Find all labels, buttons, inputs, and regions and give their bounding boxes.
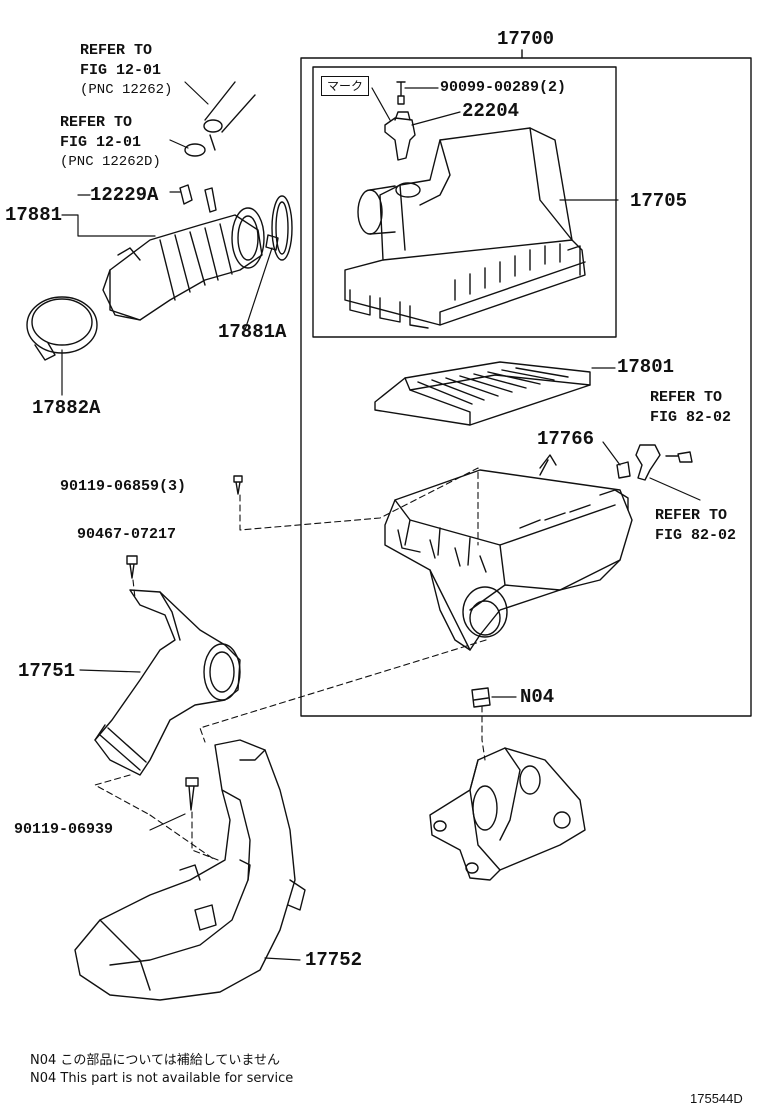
filter-element-drawing [374,361,616,426]
note-en: N04 This part is not available for servi… [30,1071,294,1086]
sensor-drawing [371,81,461,161]
pcv-hose-drawing [169,81,256,157]
resonator-drawing [74,739,306,1001]
label-resonator: 17752 [305,949,363,971]
label-mount: N04 [520,686,555,708]
label-element: 17801 [617,356,675,378]
dashed-guides [94,467,487,861]
bolt-duct-drawing [126,555,138,579]
label-refer-top1-line1: REFER TO [80,42,153,59]
note-jp: N04 この部品については補給していません [30,1053,280,1068]
mark-box: マーク [321,76,370,96]
grommet-drawing [602,441,631,479]
lower-case-drawing [384,454,633,651]
bolt-case-drawing [233,475,243,495]
label-refer-top1-line2: FIG 12-01 [80,62,162,79]
label-refer-top2-line3: (PNC 12262D) [60,154,161,170]
bolt-lower-drawing [149,777,199,831]
large-clamp-drawing [26,296,98,396]
air-cleaner-cap-drawing [344,127,619,329]
label-refer-right1-line2: FIG 82-02 [650,409,732,426]
label-sensor: 22204 [462,100,520,122]
label-hose-group: 17881 [5,204,63,226]
label-bolt-lower: 90119-06939 [14,821,114,838]
label-clamp-small: 12229A [90,184,159,206]
label-bolt-cap: 90099-00289(2) [440,79,567,96]
label-grommet: 17766 [537,428,595,450]
label-bolt-duct: 90467-07217 [77,526,177,543]
assembly-frame [300,57,752,717]
right-bracket-drawing [635,444,701,501]
label-clamp-large: 17882A [32,397,101,419]
inlet-duct-drawing [79,589,241,776]
hose-group-bracket [61,194,156,237]
label-refer-top1-line3: (PNC 12262) [80,82,173,98]
label-refer-right2-line1: REFER TO [655,507,728,524]
label-refer-right1-line1: REFER TO [650,389,723,406]
label-gasket: 17881A [218,321,287,343]
intake-hose-drawing [102,184,293,331]
label-inlet-duct: 17751 [18,660,76,682]
mount-drawing [429,687,586,881]
diagram-code: 175544D [690,1091,743,1106]
cap-subassembly-frame [312,66,617,338]
label-bolt-case: 90119-06859(3) [60,478,187,495]
label-assembly: 17700 [497,28,555,50]
label-refer-top2-line1: REFER TO [60,114,133,131]
label-refer-top2-line2: FIG 12-01 [60,134,142,151]
label-case-cap: 17705 [630,190,688,212]
label-refer-right2-line2: FIG 82-02 [655,527,737,544]
